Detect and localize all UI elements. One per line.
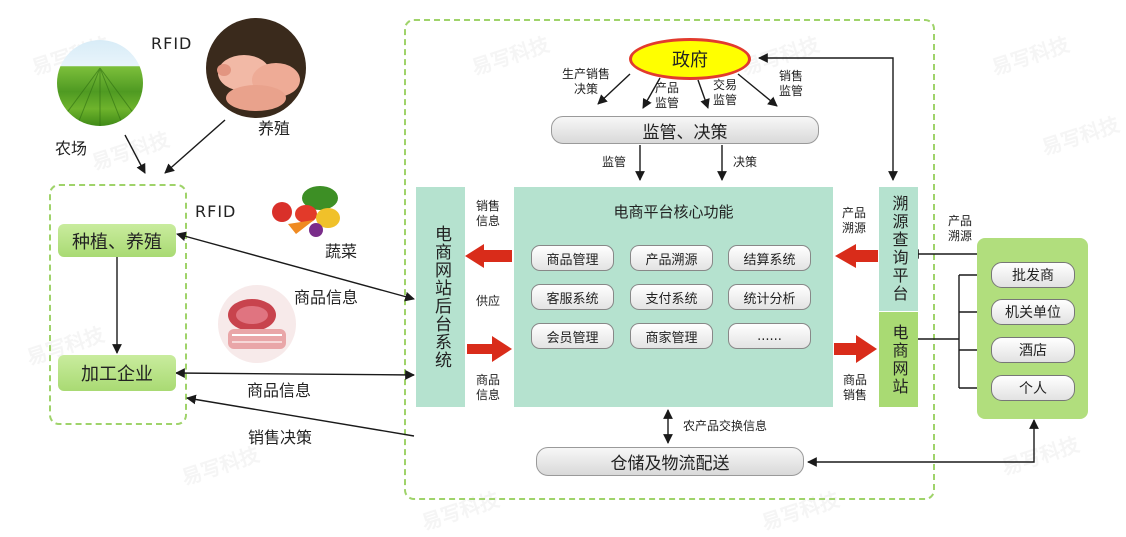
gov-arrow-1: [597, 73, 631, 105]
processing-enterprise-node: 加工企业: [58, 355, 176, 391]
planting-backend-arrow: [176, 231, 415, 302]
pigs-photo: [206, 18, 306, 118]
logistics-buyers-arrow: [807, 419, 1039, 467]
ecommerce-website-title: 电商网站: [889, 323, 909, 396]
core-functions-panel: 电商平台核心功能 商品管理 产品溯源 结算系统 客服系统 支付系统 统计分析 会…: [514, 187, 833, 407]
red-arrow-backend-right: [467, 336, 512, 362]
module-member-management[interactable]: 会员管理: [531, 323, 614, 349]
module-statistics[interactable]: 统计分析: [728, 284, 811, 310]
website-sales-label: 商品 销售: [843, 373, 868, 402]
gov-arrow-2: [642, 77, 661, 109]
vegetables-photo: [270, 184, 344, 240]
buyer-individual[interactable]: 个人: [991, 375, 1075, 401]
backend-product-info-label: 商品 信息: [476, 373, 501, 402]
meat-photo: [218, 285, 296, 363]
vegetables-label: 蔬菜: [325, 242, 358, 261]
red-arrow-backend-left: [465, 244, 512, 268]
trace-platform-panel: 溯源查询平台: [879, 187, 918, 311]
supervision-down-label: 监管: [602, 155, 627, 169]
trace-gov-arrow: [758, 53, 898, 181]
sales-decision-arrow: [186, 394, 415, 437]
trace-platform-title: 溯源查询平台: [889, 195, 909, 303]
sales-decision-link-label: 销售决策: [248, 428, 313, 447]
government-title: 政府: [672, 50, 708, 71]
gov-arrow-3: [697, 79, 710, 109]
logistics-bar: 仓储及物流配送: [536, 447, 804, 476]
module-settlement[interactable]: 结算系统: [728, 245, 811, 271]
module-payment[interactable]: 支付系统: [630, 284, 713, 310]
red-arrow-website-right: [834, 335, 877, 363]
government-node: 政府: [629, 38, 751, 80]
module-product-management[interactable]: 商品管理: [531, 245, 614, 271]
breeding-arrow: [164, 119, 226, 174]
rfid-mid-label: RFID: [195, 202, 237, 221]
backend-sales-info-label: 销售 信息: [476, 199, 501, 228]
farm-photo: [57, 40, 143, 126]
vegetables-icon: [272, 186, 340, 237]
exchange-info-label: 农产品交换信息: [683, 419, 768, 433]
gov-label-product-supervision: 产品 监管: [655, 81, 680, 110]
backend-system-title: 电商网站后台系统: [431, 225, 451, 369]
module-more[interactable]: ......: [728, 323, 811, 349]
gov-label-production-sales: 生产销售 决策: [562, 67, 611, 96]
processing-backend-arrow: [175, 368, 415, 380]
farm-label: 农场: [55, 139, 88, 158]
module-customer-service[interactable]: 客服系统: [531, 284, 614, 310]
gov-label-sales-supervision: 销售 监管: [779, 69, 804, 98]
planting-breeding-node: 种植、养殖: [58, 224, 176, 257]
red-arrow-trace-left: [835, 244, 878, 268]
decision-down-label: 决策: [733, 155, 758, 169]
ecommerce-website-panel: 电商网站: [879, 312, 918, 407]
backend-supply-label: 供应: [476, 294, 501, 308]
module-merchant-management[interactable]: 商家管理: [630, 323, 713, 349]
logistics-title: 仓储及物流配送: [610, 454, 730, 474]
supervision-decision-label: 监管、决策: [642, 122, 728, 143]
pig-icon: [217, 55, 300, 111]
buyer-hotel[interactable]: 酒店: [991, 337, 1075, 363]
buyer-wholesaler[interactable]: 批发商: [991, 262, 1075, 288]
core-functions-title: 电商平台核心功能: [613, 203, 734, 221]
goods-info-photo-label: 商品信息: [294, 288, 359, 307]
meat-icon: [228, 299, 286, 349]
breeding-label: 养殖: [258, 119, 291, 138]
gov-arrow-4: [737, 73, 778, 107]
backend-system-panel: 电商网站后台系统: [416, 187, 465, 407]
buyer-institution[interactable]: 机关单位: [991, 299, 1075, 325]
left-group-box: [49, 184, 187, 425]
module-product-tracing[interactable]: 产品溯源: [630, 245, 713, 271]
gov-label-trade-supervision: 交易 监管: [713, 78, 738, 107]
rfid-top-label: RFID: [151, 34, 193, 53]
farm-arrow: [124, 134, 146, 174]
goods-info-link-label: 商品信息: [247, 381, 312, 400]
trace-left-label: 产品 溯源: [842, 206, 867, 235]
field-rows-icon: [57, 67, 143, 126]
supervision-decision-bar: 监管、决策: [551, 116, 819, 144]
trace-right-label: 产品 溯源: [948, 214, 973, 243]
